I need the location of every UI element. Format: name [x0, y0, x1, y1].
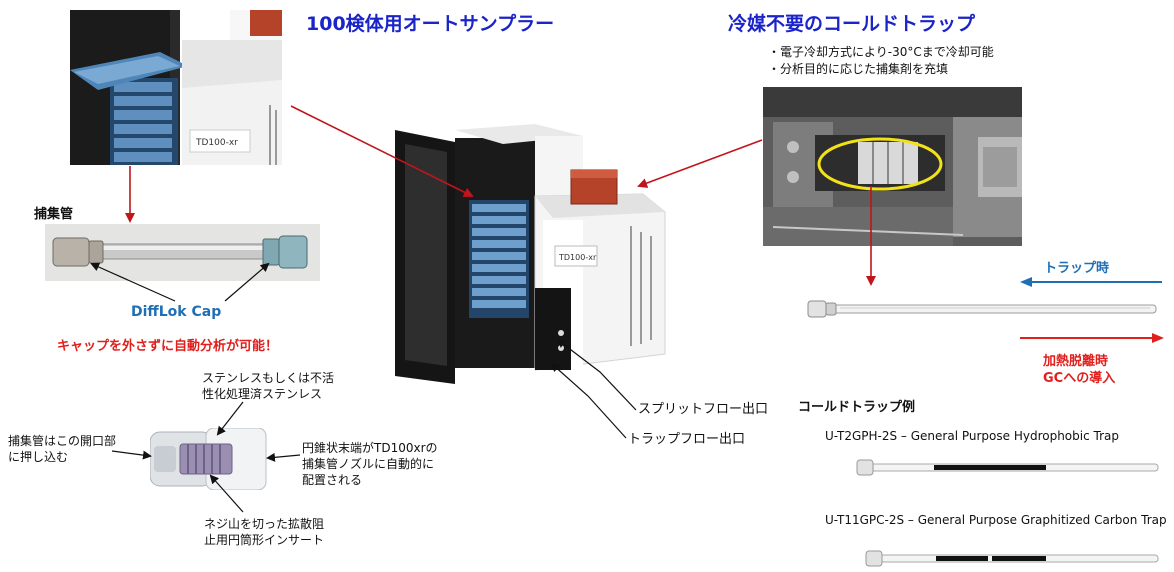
difflok-cap-cutaway	[150, 428, 268, 490]
coldtrap-module-photo	[763, 87, 1022, 246]
cap-insert-label-1: ネジ山を切った拡散阻	[204, 517, 325, 531]
example-trap-1-tube	[856, 459, 1159, 476]
trap-highlight-ellipse	[817, 137, 943, 191]
cap-insert-label-2: 止用円筒形インサート	[204, 533, 325, 547]
cap-opening-label-2: に押し込む	[8, 450, 69, 464]
sample-rack-trays	[110, 78, 178, 165]
example-trap-2-label: U-T11GPC-2S – General Purpose Graphitize…	[825, 513, 1167, 527]
arrow-coldtrap-to-heater	[637, 139, 763, 188]
trap-flow-outlet-label: トラップフロー出口	[628, 432, 746, 447]
pointer-insert	[209, 474, 244, 513]
coldtrap-title: 冷媒不要のコールドトラップ	[728, 13, 976, 35]
pointer-cap-left	[90, 262, 176, 302]
example-trap-1-label: U-T2GPH-2S – General Purpose Hydrophobic…	[825, 429, 1119, 443]
cap-opening-label-1: 捕集管はこの開口部	[8, 434, 117, 448]
td100xr-instrument-photo: TD100-xr	[393, 108, 670, 388]
tube-heading: 捕集管	[34, 207, 74, 222]
pointer-trap-outlet	[550, 362, 627, 439]
cap-cone-label-3: 配置される	[302, 473, 363, 487]
autosampler-title: 100検体用オートサンプラー	[306, 13, 555, 35]
cap-cone-label-1: 円錐状末端がTD100xrの	[302, 441, 438, 455]
pointer-split-outlet	[556, 338, 637, 411]
center-rack	[469, 200, 529, 318]
coldtrap-examples-heading: コールドトラップ例	[798, 400, 916, 415]
trap-mode-label: トラップ時	[1044, 261, 1110, 276]
model-label: TD100-xr	[558, 253, 597, 262]
pointer-cap-right	[224, 262, 270, 302]
heat-desorb-label-2: GCへの導入	[1043, 371, 1116, 386]
example-trap-2-tube	[865, 550, 1159, 567]
arrow-title-to-rack	[290, 105, 474, 197]
pointer-material	[216, 401, 244, 436]
model-label-small: TD100-xr	[195, 138, 238, 148]
pointer-cone	[266, 452, 301, 462]
heat-desorb-label-1: 加熱脱離時	[1043, 354, 1109, 369]
cap-cone-label-2: 捕集管ノズルに自動的に	[302, 457, 435, 471]
coldtrap-note-1: ・電子冷却方式により-30°Cまで冷却可能	[768, 45, 994, 59]
autosampler-closeup-photo: TD100-xr	[70, 10, 282, 165]
auto-analysis-slogan: キャップを外さずに自動分析が可能！	[57, 339, 279, 354]
sorbent-tube-photo	[45, 224, 320, 281]
cap-material-label-1: ステンレスもしくは不活	[202, 371, 335, 385]
pointer-opening	[111, 450, 152, 460]
difflok-cap-label: DiffLok Cap	[131, 304, 222, 320]
coldtrap-note-2: ・分析目的に応じた捕集剤を充填	[768, 62, 949, 76]
coldtrap-tube-main	[807, 300, 1157, 318]
split-flow-outlet-label: スプリットフロー出口	[638, 402, 769, 417]
cap-material-label-2: 性化処理済ステンレス	[202, 387, 323, 401]
